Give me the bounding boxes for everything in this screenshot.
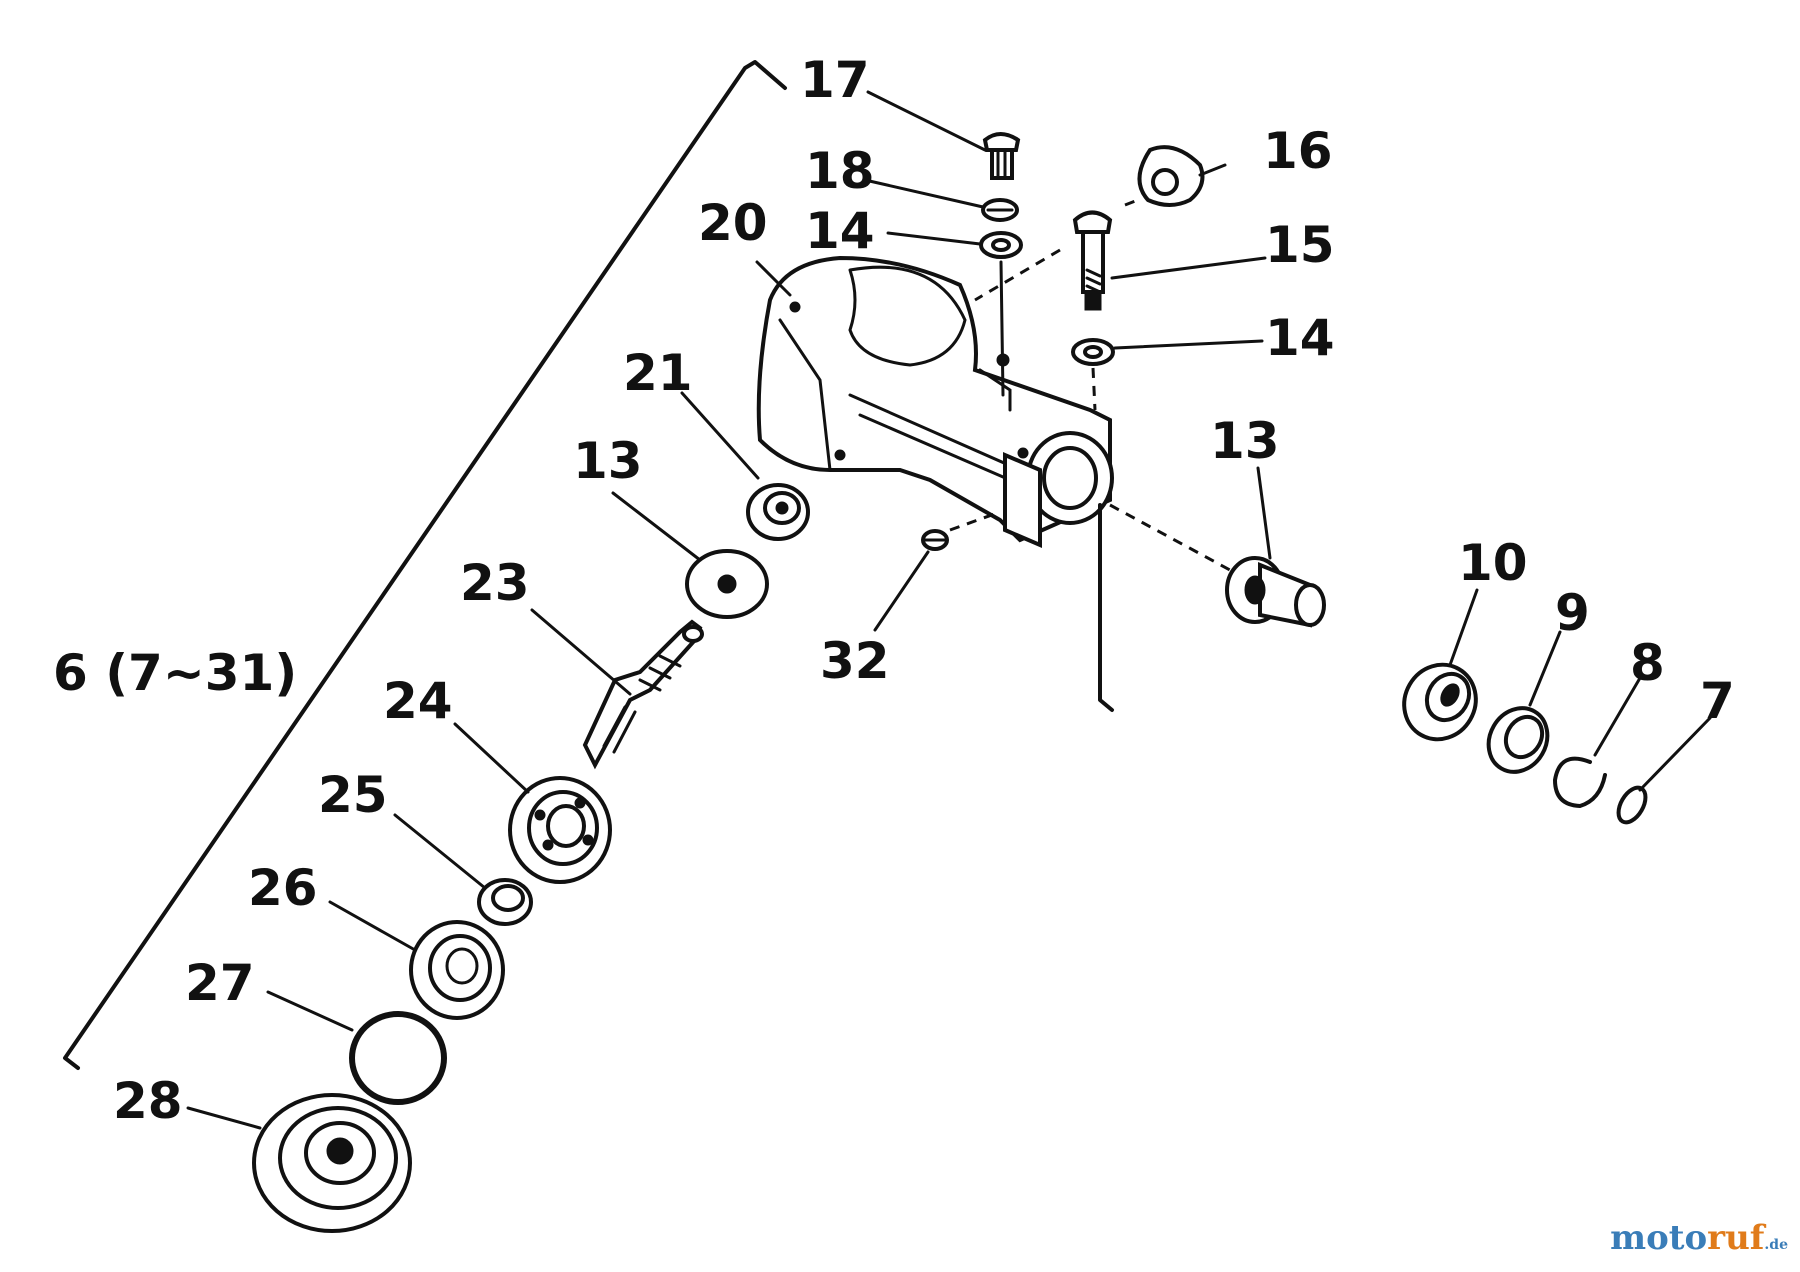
callout-24: 24 — [383, 672, 453, 730]
o-ring-27 — [349, 1011, 447, 1105]
callout-25: 25 — [318, 766, 388, 824]
leader-lines — [186, 90, 1712, 1130]
pinion-shaft-23 — [582, 619, 704, 770]
cap-16 — [1137, 145, 1205, 207]
callout-10: 10 — [1458, 534, 1528, 592]
dash-housing-bolt — [974, 248, 1061, 302]
axis-bolt-17 — [999, 260, 1005, 397]
shim-13-left — [685, 549, 769, 619]
circlip-8 — [1553, 756, 1607, 808]
ring-7 — [1616, 785, 1648, 825]
callout-labels: 17 18 14 16 15 14 20 21 13 13 23 32 10 9… — [53, 51, 1735, 1130]
callout-9: 9 — [1555, 584, 1590, 642]
callout-7: 7 — [1700, 672, 1735, 730]
bearing-10 — [1402, 662, 1478, 742]
callout-32: 32 — [820, 632, 890, 690]
callout-23: 23 — [460, 554, 530, 612]
dash-bolt-15 — [1091, 367, 1097, 411]
watermark-tld: .de — [1764, 1237, 1788, 1253]
dash-cap-16 — [1124, 198, 1139, 207]
callout-17: 17 — [800, 51, 870, 109]
gear-case-housing — [756, 255, 1114, 549]
bolt-15 — [1072, 210, 1113, 311]
clamp-line — [1098, 503, 1114, 712]
callout-14-top: 14 — [805, 202, 875, 260]
grease-nipple-32 — [921, 529, 949, 551]
dash-nipple-32 — [949, 510, 1001, 532]
bearing-21 — [746, 483, 810, 541]
callout-15: 15 — [1265, 216, 1335, 274]
callout-27: 27 — [185, 954, 255, 1012]
washer-14-top — [979, 231, 1023, 259]
callout-8: 8 — [1630, 634, 1665, 692]
callout-28: 28 — [113, 1072, 183, 1130]
cover-28 — [252, 1093, 412, 1233]
callout-16: 16 — [1263, 122, 1333, 180]
bearing-9 — [1486, 706, 1550, 774]
ring-25 — [477, 878, 533, 926]
dash-shaft-13-right — [1109, 503, 1231, 572]
callout-14-side: 14 — [1265, 309, 1335, 367]
washer-14-side — [1071, 338, 1115, 366]
callout-18: 18 — [805, 142, 875, 200]
callout-13-left: 13 — [573, 432, 643, 490]
site-watermark: motoruf.de — [1610, 1218, 1788, 1258]
ball-bearing-24 — [508, 776, 612, 884]
spring-washer-18 — [981, 198, 1019, 222]
callout-26: 26 — [248, 859, 318, 917]
callout-20: 20 — [698, 194, 768, 252]
assembly-label: 6 (7~31) — [53, 644, 297, 702]
callout-21: 21 — [623, 344, 693, 402]
bolt-17 — [982, 132, 1021, 180]
callout-13-right: 13 — [1210, 412, 1280, 470]
watermark-accent: ruf — [1707, 1218, 1765, 1258]
assembly-bracket — [63, 60, 787, 1070]
oil-seal-26 — [409, 920, 505, 1020]
watermark-main: moto — [1610, 1218, 1708, 1258]
shaft-13-right — [1225, 556, 1326, 628]
